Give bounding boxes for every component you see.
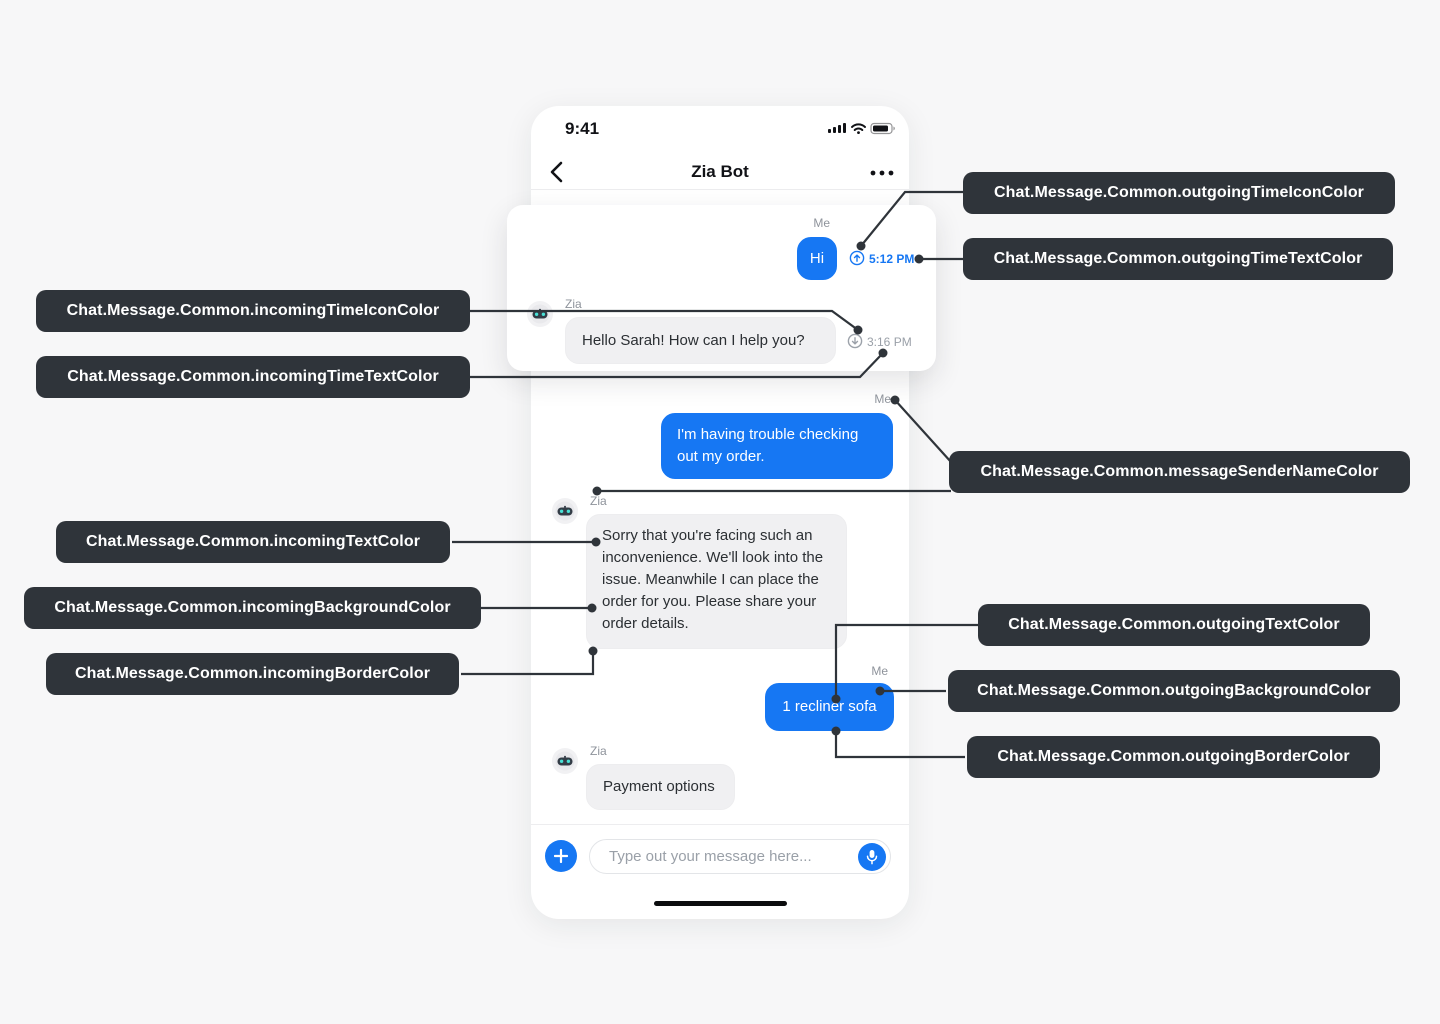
outgoing-time-icon xyxy=(849,250,865,266)
annotation-incoming-background-color: Chat.Message.Common.incomingBackgroundCo… xyxy=(24,587,481,629)
microphone-icon xyxy=(866,850,878,865)
sender-label-zia: Zia xyxy=(590,494,607,508)
status-bar-time: 9:41 xyxy=(565,119,600,138)
chevron-left-icon xyxy=(550,161,563,183)
annotation-outgoing-background-color: Chat.Message.Common.outgoingBackgroundCo… xyxy=(948,670,1400,712)
annotation-outgoing-time-text-color: Chat.Message.Common.outgoingTimeTextColo… xyxy=(963,238,1393,280)
annotation-outgoing-time-icon-color: Chat.Message.Common.outgoingTimeIconColo… xyxy=(963,172,1395,214)
plus-icon xyxy=(554,849,568,863)
outgoing-bubble: 1 recliner sofa xyxy=(765,683,894,731)
mic-button[interactable] xyxy=(858,843,886,871)
annotation-incoming-time-icon-color: Chat.Message.Common.incomingTimeIconColo… xyxy=(36,290,470,332)
incoming-bubble: Sorry that you're facing such an inconve… xyxy=(586,514,847,649)
message-text: 1 recliner sofa xyxy=(782,698,877,715)
back-button[interactable] xyxy=(547,160,571,186)
header-divider xyxy=(531,189,909,190)
add-attachment-button[interactable] xyxy=(545,840,577,872)
message-text: I'm having trouble checking out my order… xyxy=(677,426,859,465)
incoming-bubble: Payment options xyxy=(586,764,735,810)
incoming-time-icon xyxy=(847,333,863,349)
sender-label-zia: Zia xyxy=(590,744,607,758)
ellipsis-icon xyxy=(870,170,894,176)
sender-label-zia: Zia xyxy=(565,297,582,311)
annotation-outgoing-border-color: Chat.Message.Common.outgoingBorderColor xyxy=(967,736,1380,778)
outgoing-bubble: I'm having trouble checking out my order… xyxy=(661,413,893,479)
wifi-icon xyxy=(851,123,866,134)
annotation-outgoing-text-color: Chat.Message.Common.outgoingTextColor xyxy=(978,604,1370,646)
incoming-time-text: 3:16 PM xyxy=(867,335,912,349)
outgoing-bubble: Hi xyxy=(797,237,837,280)
chat-title: Zia Bot xyxy=(691,162,749,181)
outgoing-time-text: 5:12 PM xyxy=(869,252,915,266)
composer-divider xyxy=(531,824,909,825)
menu-button[interactable] xyxy=(868,164,896,182)
home-indicator xyxy=(654,901,787,906)
annotation-incoming-text-color: Chat.Message.Common.incomingTextColor xyxy=(56,521,450,563)
message-text: Sorry that you're facing such an inconve… xyxy=(602,527,824,632)
message-text: Hello Sarah! How can I help you? xyxy=(582,331,805,349)
message-input[interactable] xyxy=(607,847,890,866)
sender-label-me: Me xyxy=(871,664,888,678)
incoming-bubble: Hello Sarah! How can I help you? xyxy=(565,317,836,364)
annotation-incoming-border-color: Chat.Message.Common.incomingBorderColor xyxy=(46,653,459,695)
message-text: Payment options xyxy=(603,778,715,795)
signal-icon xyxy=(828,123,846,133)
annotation-incoming-time-text-color: Chat.Message.Common.incomingTimeTextColo… xyxy=(36,356,470,398)
annotation-message-sender-name-color: Chat.Message.Common.messageSenderNameCol… xyxy=(949,451,1410,493)
message-text: Hi xyxy=(809,249,825,267)
sender-label-me: Me xyxy=(813,216,830,230)
bot-avatar xyxy=(552,498,578,524)
status-bar-icons xyxy=(828,120,896,141)
bot-avatar xyxy=(527,301,553,327)
message-input-wrap xyxy=(589,839,891,874)
battery-icon xyxy=(870,122,895,135)
bot-avatar xyxy=(552,748,578,774)
sender-label-me: Me xyxy=(874,392,891,406)
